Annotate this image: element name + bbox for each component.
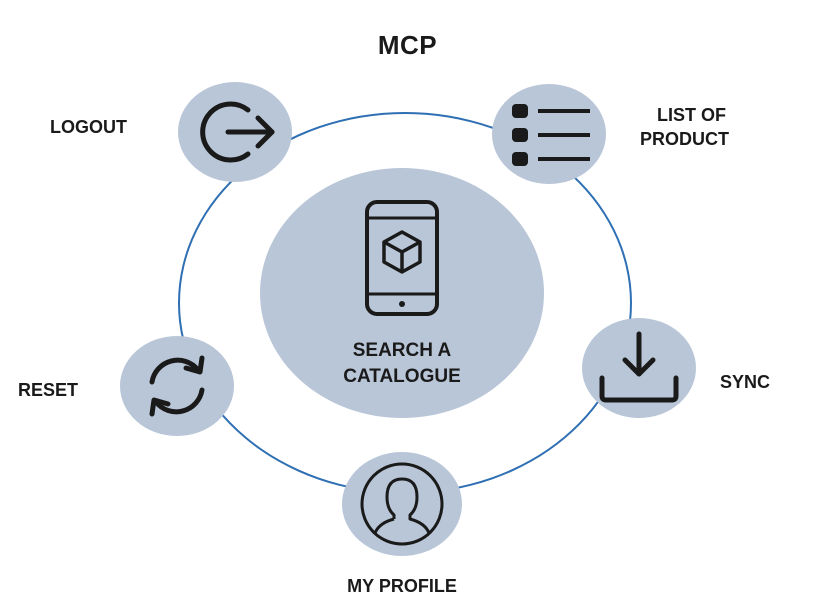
list-icon [512,104,590,166]
reset-label: RESET [18,380,79,400]
list-of-product-label: LIST OF PRODUCT [640,105,729,149]
my-profile-node[interactable] [342,452,462,556]
diagram-title: MCP [377,30,438,60]
search-catalogue-hub[interactable] [260,168,544,418]
download-icon [599,331,679,403]
refresh-icon [149,355,205,417]
sync-node[interactable] [582,318,696,418]
logout-icon [200,101,275,163]
logout-label: LOGOUT [50,117,127,137]
hub-label: SEARCH A CATALOGUE [343,340,461,387]
reset-node[interactable] [120,336,234,436]
sync-label: SYNC [720,372,771,392]
list-of-product-node[interactable] [492,84,606,184]
user-icon [360,462,444,546]
phone-box-icon [365,200,439,316]
logout-node[interactable] [178,82,292,182]
my-profile-label: MY PROFILE [347,576,457,596]
